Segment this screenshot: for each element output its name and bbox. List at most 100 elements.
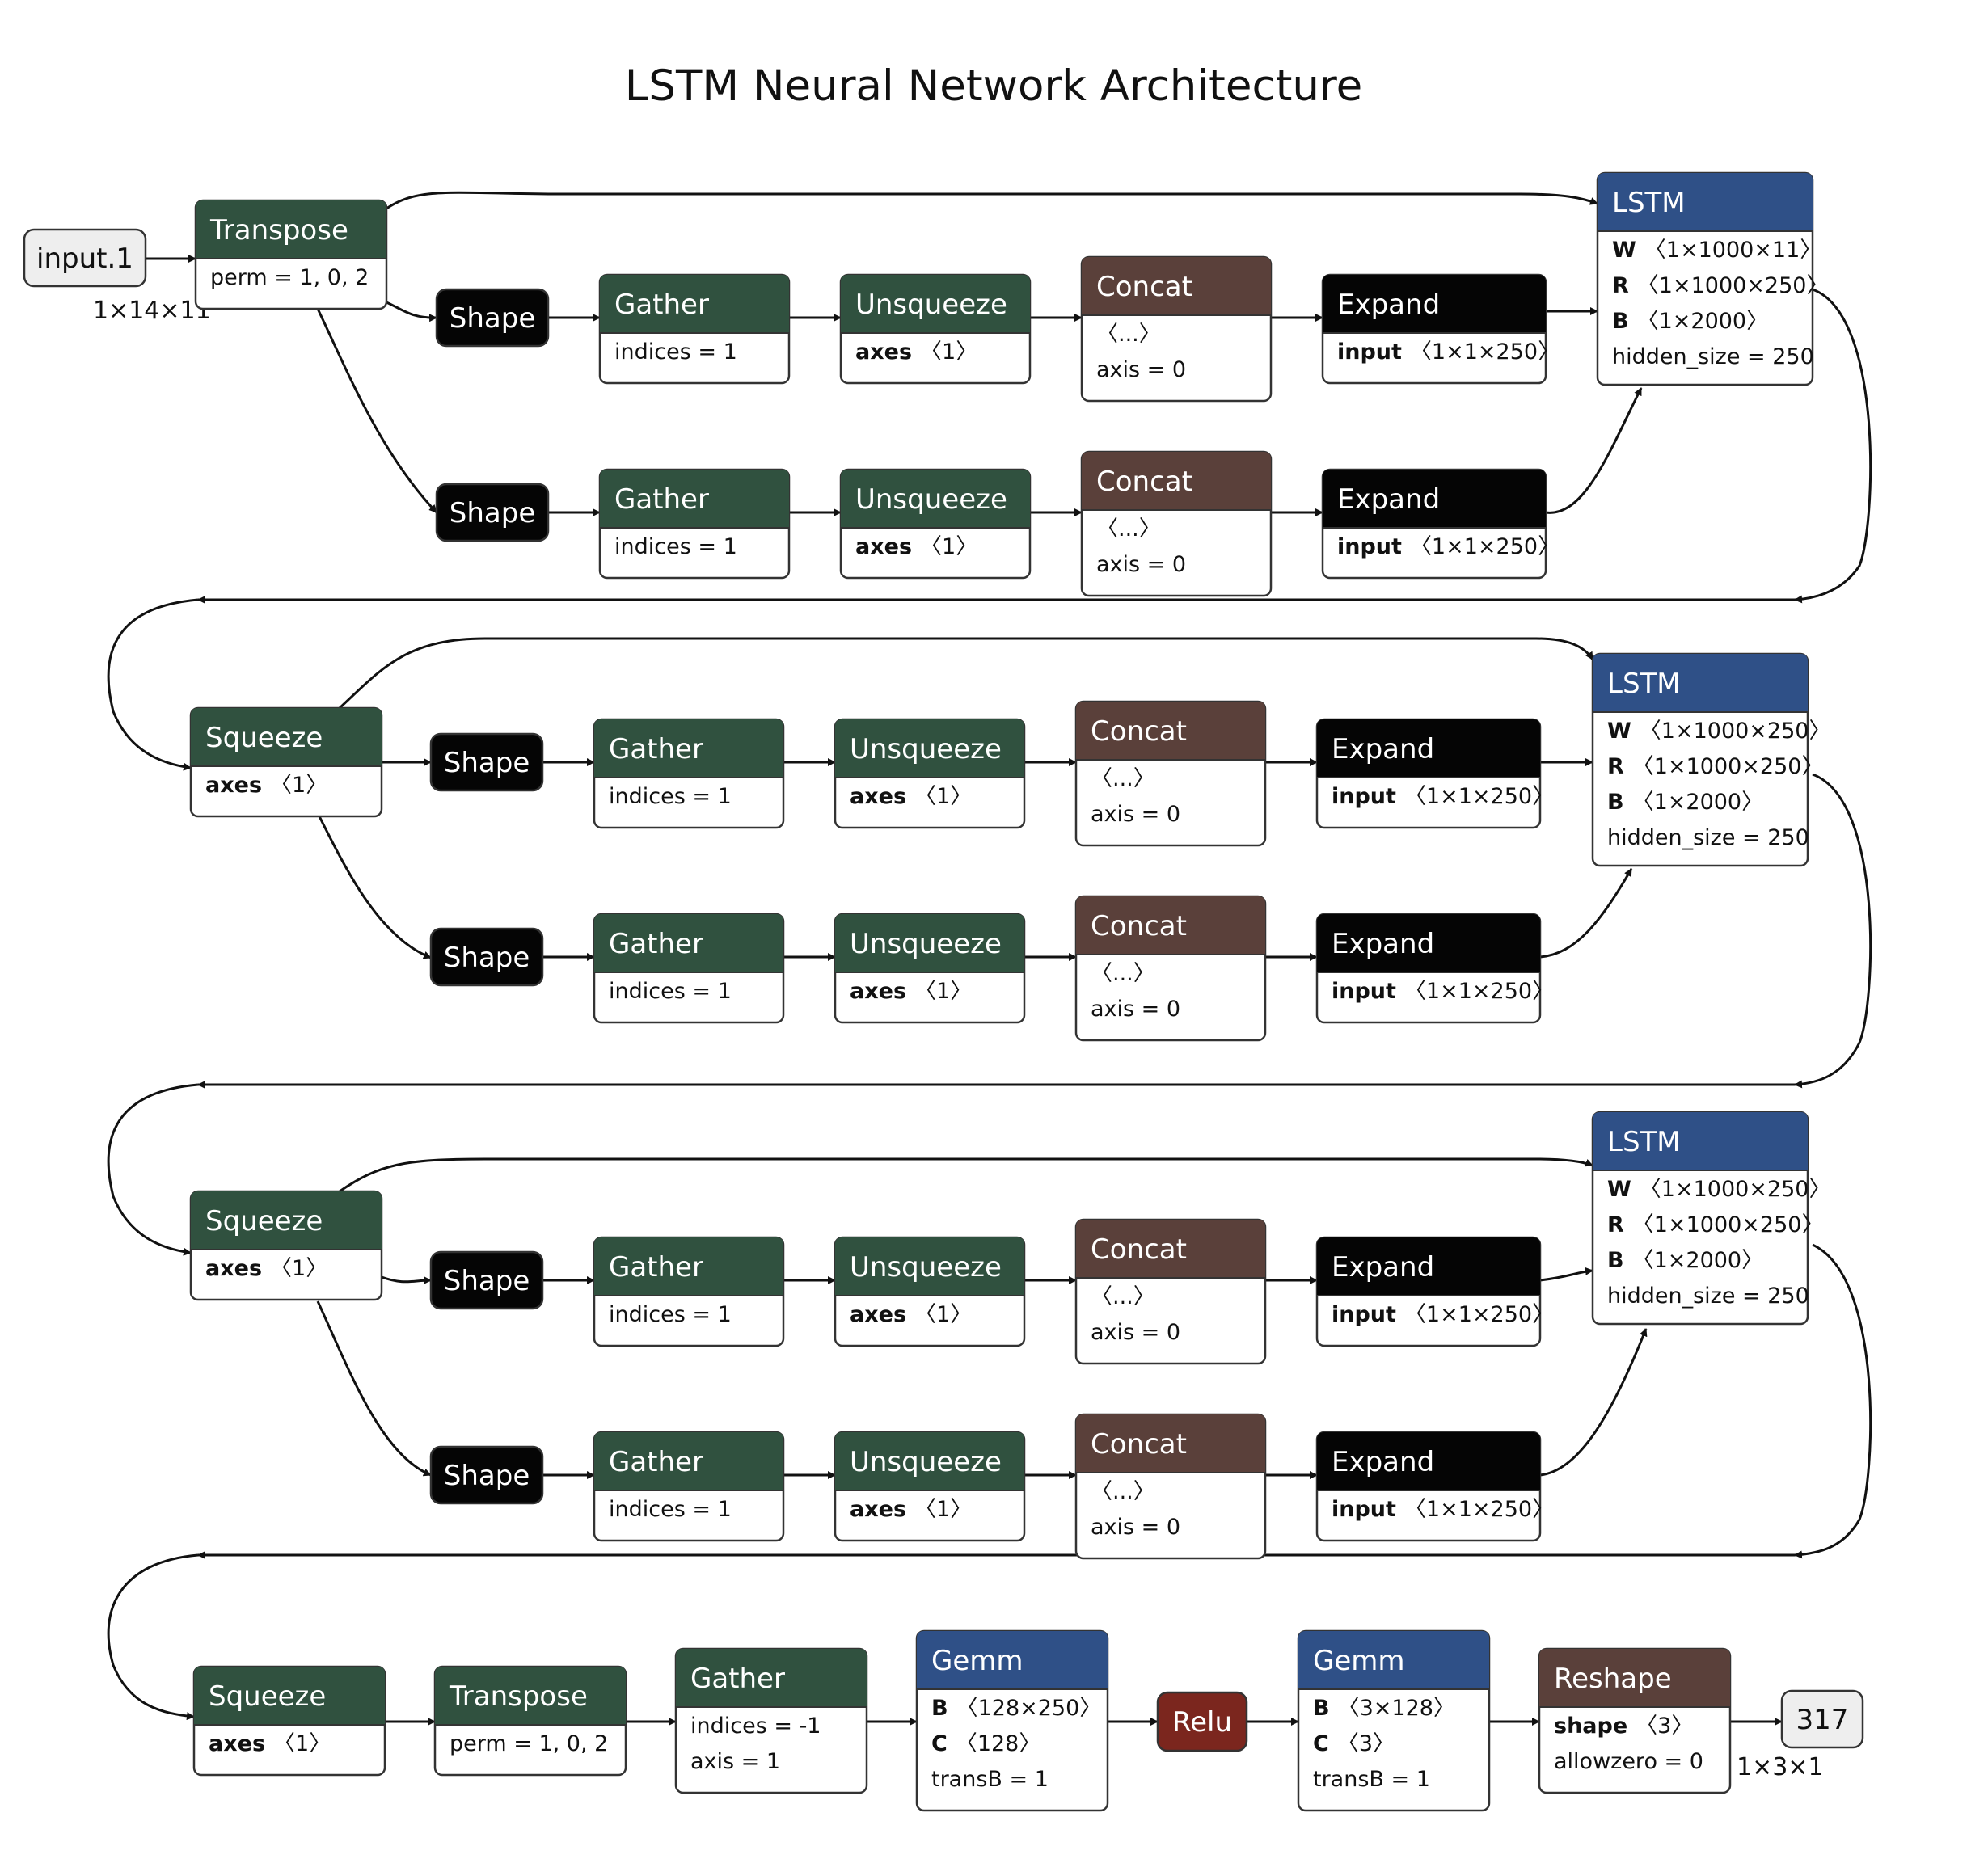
lstm-node-3[interactable]: LSTMW〈1×1000×250〉R〈1×1000×250〉B〈1×2000〉h…: [1591, 1111, 1830, 1326]
lstm-node-2-title: LSTM: [1607, 668, 1681, 700]
lstm-node-2-attr: hidden_size = 250: [1607, 825, 1809, 850]
block2-row2-gather-node[interactable]: Gather indices = 1: [593, 913, 785, 1024]
gemm-node-2-title: Gemm: [1313, 1645, 1405, 1677]
gemm-node-2-attr-part: 〈3×128〉: [1338, 1696, 1455, 1721]
relu-node[interactable]: Relu: [1156, 1691, 1248, 1752]
block1-row1-shape-node-label: Shape: [450, 302, 535, 335]
block1-row2-expand-node-title-part: Expand: [1337, 483, 1440, 516]
lstm-node-1-attr-part: hidden_size = 250: [1612, 344, 1814, 369]
block2-row1-shape-node[interactable]: Shape: [429, 732, 544, 792]
block2-row2-gather-node-title: Gather: [609, 928, 703, 960]
lstm-node-2-title-part: LSTM: [1607, 668, 1681, 700]
block3-row2-shape-node-label: Shape: [444, 1460, 530, 1492]
block3-row2-expand-node-title-part: Expand: [1332, 1446, 1434, 1478]
lstm-node-3-attr: R〈1×1000×250〉: [1607, 1212, 1823, 1237]
block1-row2-concat-node[interactable]: Concat〈...〉axis = 0: [1080, 450, 1273, 597]
block2-row2-shape-node[interactable]: Shape: [429, 927, 544, 987]
reshape-node-attr-part: allowzero = 0: [1554, 1749, 1703, 1774]
block3-row2-shape-node[interactable]: Shape: [429, 1445, 544, 1505]
block3-row1-concat-node[interactable]: Concat〈...〉axis = 0: [1074, 1218, 1267, 1365]
block2-row2-unsqueeze-node-header: [835, 914, 1024, 972]
diagram-title: LSTM Neural Network Architecture: [625, 61, 1362, 111]
block2-row1-expand-node-title-part: Expand: [1332, 733, 1434, 765]
block1-row1-shape-node[interactable]: Shape: [435, 288, 550, 348]
gemm-node-1-attr-part: 〈128〉: [956, 1731, 1041, 1756]
squeeze-node-3-attr: axes〈1〉: [209, 1731, 331, 1756]
gather-final-node-header: [676, 1649, 867, 1707]
gemm-node-1-title-part: Gemm: [931, 1645, 1024, 1677]
block2-row2-shape-node-label: Shape: [444, 942, 530, 974]
block3-row2-unsqueeze-node-title: Unsqueeze: [850, 1446, 1002, 1478]
gemm-node-2-header: [1298, 1631, 1489, 1689]
block2-row2-unsqueeze-node-title: Unsqueeze: [850, 928, 1002, 960]
block2-row1-concat-node[interactable]: Concat〈...〉axis = 0: [1074, 700, 1267, 847]
block1-row2-shape-node[interactable]: Shape: [435, 483, 550, 542]
transpose-node-2-header: [435, 1667, 626, 1725]
block3-row1-shape-node-label: Shape: [444, 1265, 530, 1297]
squeeze-node-2-title: Squeeze: [205, 1205, 323, 1237]
block2-row1-gather-node-header: [594, 719, 783, 778]
lstm-node-2[interactable]: LSTMW〈1×1000×250〉R〈1×1000×250〉B〈1×2000〉h…: [1591, 652, 1831, 867]
block2-row2-unsqueeze-node-attr-part: 〈1〉: [914, 979, 972, 1004]
block3-row2-gather-node-title: Gather: [609, 1446, 703, 1478]
gemm-node-2-attr-part: C: [1313, 1731, 1329, 1756]
block2-row2-unsqueeze-node-attr-part: axes: [850, 979, 906, 1004]
gather-final-node-title: Gather: [690, 1663, 785, 1695]
lstm-node-1-attr: W〈1×1000×11〉: [1612, 238, 1821, 263]
output-node[interactable]: 317: [1780, 1689, 1864, 1749]
block3-row1-shape-node[interactable]: Shape: [429, 1250, 544, 1310]
block3-row2-expand-node-header: [1317, 1432, 1540, 1490]
block2-row2-concat-node-title-part: Concat: [1091, 910, 1187, 942]
block2-row2-concat-node[interactable]: Concat〈...〉axis = 0: [1074, 895, 1267, 1042]
block2-row1-expand-node-header: [1317, 719, 1540, 778]
gemm-node-1-attr-part: transB = 1: [931, 1767, 1049, 1792]
block3-row2-concat-node[interactable]: Concat〈...〉axis = 0: [1074, 1413, 1267, 1560]
block1-row1-unsqueeze-node-title-part: Unsqueeze: [855, 289, 1007, 321]
block2-row2-gather-node-attr: indices = 1: [609, 979, 732, 1004]
block1-row2-concat-node-header: [1082, 452, 1271, 510]
block3-row2-shape-node-label-part: Shape: [444, 1460, 530, 1492]
lstm-node-3-header: [1593, 1112, 1808, 1170]
block3-row1-expand-node-attr-part: 〈1×1×250〉: [1404, 1302, 1554, 1327]
block1-row1-gather-node-title: Gather: [614, 289, 709, 321]
lstm-node-2-attr-part: 〈1×1000×250〉: [1640, 719, 1831, 744]
block3-row1-unsqueeze-node-title: Unsqueeze: [850, 1251, 1002, 1284]
squeeze-node-1-title: Squeeze: [205, 722, 323, 754]
block1-row1-concat-node-title: Concat: [1096, 271, 1192, 303]
block3-row2-shape-node-box: [429, 1445, 544, 1505]
input-node[interactable]: input.1: [23, 228, 147, 288]
edge-squeeze1-lstm2: [338, 637, 1594, 710]
block3-row1-expand-node-attr-part: input: [1332, 1302, 1396, 1327]
lstm-node-1[interactable]: LSTMW〈1×1000×11〉R〈1×1000×250〉B〈1×2000〉hi…: [1596, 171, 1828, 386]
block2-row2-unsqueeze-node[interactable]: Unsqueeze axes 〈1〉: [834, 913, 1026, 1024]
edge-transpose-lstm1: [386, 191, 1598, 210]
gemm-node-1-attr-part: C: [931, 1731, 948, 1756]
lstm-node-1-attr-part: 〈1×1000×11〉: [1644, 238, 1822, 263]
block1-row1-concat-node[interactable]: Concat〈...〉axis = 0: [1080, 255, 1273, 403]
